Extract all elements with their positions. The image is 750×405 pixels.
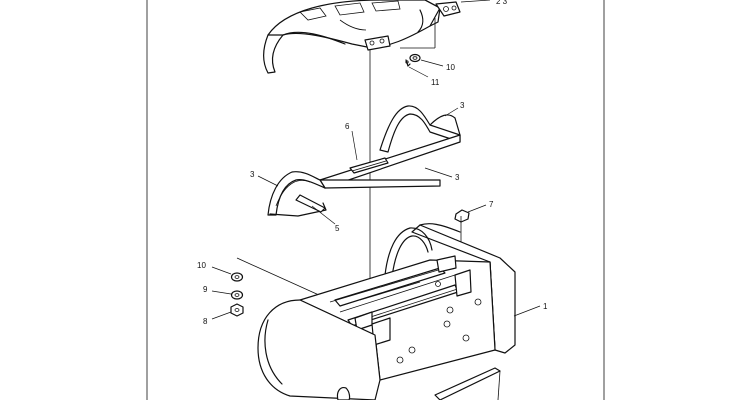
leader-frame-rear — [444, 107, 459, 117]
label-pad: 6 — [345, 122, 350, 131]
washer-upper — [409, 53, 421, 63]
leader-frame-front — [424, 167, 453, 178]
body — [257, 223, 516, 401]
label-pin: 11 — [431, 78, 440, 87]
leader-frame-left — [257, 175, 279, 187]
leader-strip — [311, 205, 336, 225]
bolt — [454, 209, 470, 245]
leader-body — [513, 305, 541, 317]
leader-pad — [351, 130, 358, 161]
label-washer-upper: 10 — [446, 63, 455, 72]
label-washer-left: 10 — [197, 261, 206, 270]
label-body: 1 — [543, 302, 548, 311]
hardware-guideline — [236, 257, 331, 301]
label-spring-washer: 9 — [203, 285, 208, 294]
leader-spring-washer — [211, 290, 232, 295]
frame-front-rail — [319, 134, 461, 189]
label-frame-rear-right: 3 — [460, 101, 465, 110]
canopy — [262, 0, 461, 74]
label-strip: 5 — [335, 224, 340, 233]
nut — [230, 303, 244, 317]
bottom-strip — [434, 367, 501, 401]
frame-left-arch — [267, 171, 327, 217]
leader-bolt — [467, 204, 487, 213]
leader-canopy-ref — [460, 0, 491, 3]
label-canopy-ref: 2 3 — [496, 0, 508, 6]
spring-washer — [230, 290, 244, 300]
leader-washer-left — [211, 266, 232, 275]
washer-left — [230, 272, 244, 282]
label-frame-front-right: 3 — [455, 173, 460, 182]
pad — [349, 157, 389, 174]
leader-nut — [211, 311, 232, 320]
pin — [405, 59, 411, 67]
leader-pin — [408, 66, 429, 78]
label-nut: 8 — [203, 317, 208, 326]
strip — [295, 194, 326, 213]
label-frame-left: 3 — [250, 170, 255, 179]
leader-washer-upper — [420, 59, 444, 67]
label-bolt: 7 — [489, 200, 494, 209]
